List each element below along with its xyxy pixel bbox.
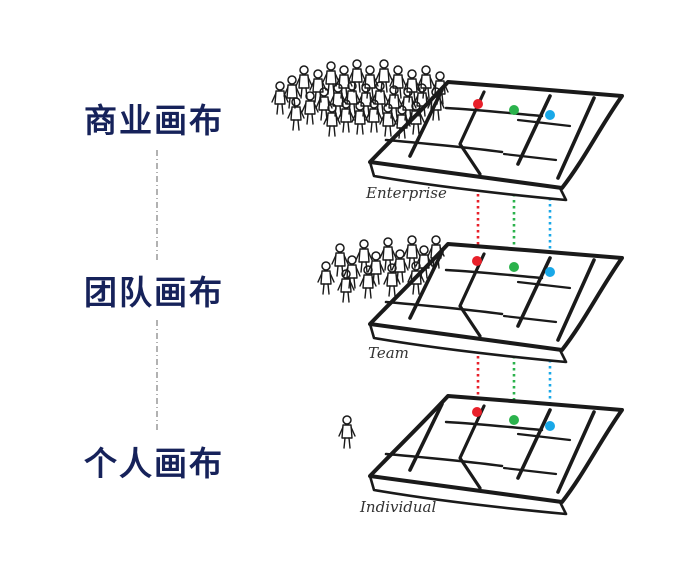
level-label-team: 团队画布 — [84, 273, 224, 312]
dot-blue-individual — [545, 421, 555, 431]
dot-green-team — [509, 262, 519, 272]
dot-green-enterprise — [509, 105, 519, 115]
canvas-caption-individual: Individual — [359, 498, 436, 516]
canvas-caption-enterprise: Enterprise — [365, 184, 447, 202]
marker-dots — [472, 99, 555, 431]
single-person-icon — [338, 415, 356, 449]
dot-red-team — [472, 256, 482, 266]
canvas-sheet-enterprise — [368, 80, 624, 202]
dot-blue-team — [545, 267, 555, 277]
dot-red-enterprise — [473, 99, 483, 109]
canvas-sheet-individual — [368, 394, 624, 516]
layer-connectors — [476, 104, 552, 424]
dot-red-individual — [472, 407, 482, 417]
canvas-layer-individual: Individual — [338, 394, 624, 516]
dot-blue-enterprise — [545, 110, 555, 120]
canvas-caption-team: Team — [368, 344, 409, 362]
canvas-layer-enterprise: Enterprise — [271, 59, 624, 202]
level-label-individual: 个人画布 — [84, 444, 224, 483]
canvas-layer-team: Team — [317, 235, 624, 364]
dot-green-individual — [509, 415, 519, 425]
level-label-enterprise: 商业画布 — [84, 101, 224, 140]
